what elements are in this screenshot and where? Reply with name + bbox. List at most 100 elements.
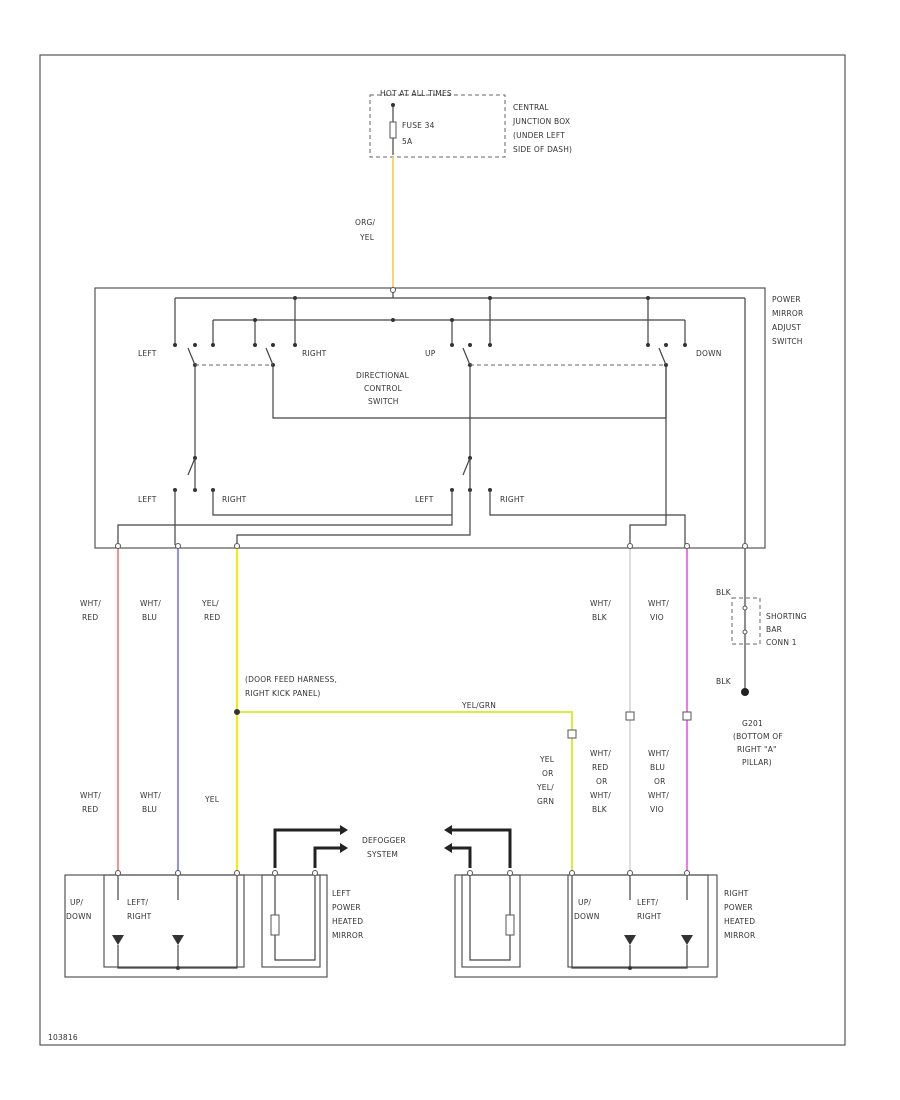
central-junction-box: HOT AT ALL TIMES FUSE 34 5A CENTRAL JUNC… [369,89,572,158]
shorting-pin-2 [742,629,748,635]
harness-label-2: RIGHT KICK PANEL) [245,689,321,698]
lower-wht-blu-1: WHT/ [140,791,161,800]
defogger-left-arrow-1 [273,828,340,868]
out-terminal-wht-red [115,543,121,549]
left-power-heated-mirror: UP/ DOWN LEFT/ RIGHT LEFT POWER HEATED M… [64,870,363,978]
heater-element-icon [505,914,515,936]
right-mirror-label-2: POWER [724,903,753,912]
ground-label-3: RIGHT "A" [737,745,777,754]
out-terminal-wht-vio [684,543,690,549]
arrow-right-icon [340,843,348,853]
lower-right-blu-4: WHT/ [648,791,669,800]
arrow-left-icon [444,825,452,835]
secondary-bus [212,319,686,345]
fuse-34-icon [389,121,397,139]
right-yel-label-2: OR [542,769,554,778]
bus-dot-6 [450,318,454,322]
diagram-frame [39,54,846,1046]
label-lower-left-a: LEFT [138,495,157,504]
label-lower-right-a: RIGHT [222,495,247,504]
junction-box-label-4: SIDE OF DASH) [513,145,572,154]
lower-yel: YEL [204,795,220,804]
left-updown-2: DOWN [66,912,92,921]
fuse-top-dot [391,103,395,107]
bus-drops [254,298,649,345]
lower-right-wht-2: RED [592,763,608,772]
arrow-left-icon [444,843,452,853]
lower-wht-red-1: WHT/ [80,791,101,800]
label-wht-blu-2: BLU [142,613,157,622]
hot-at-all-times-label: HOT AT ALL TIMES [380,89,452,98]
out-terminal-wht-blu [175,543,181,549]
contact [450,343,454,347]
contact [293,343,297,347]
lower-right-blu-1: WHT/ [648,749,669,758]
fuse-label-line2: 5A [402,137,413,146]
left-mirror-label-2: POWER [332,903,361,912]
shorting-label-1: SHORTING [766,612,807,621]
feed-wire-label-1: ORG/ [355,218,376,227]
lower-wht-blu-2: BLU [142,805,157,814]
left-mirror-pin-1 [115,870,121,876]
bus-dot-1 [293,296,297,300]
lower-right-wht-3: OR [596,777,608,786]
lower-right-blu-2: BLU [650,763,665,772]
left-motor-block [103,874,245,968]
contact [173,343,177,347]
lower-right-blu-3: OR [654,777,666,786]
right-leftright-1: LEFT/ [637,898,658,907]
defogger-left-arrow-2 [313,846,340,868]
lower-blades [187,457,471,476]
label-yel-red-1: YEL/ [201,599,219,608]
feed-wire-label-2: YEL [359,233,375,242]
directional-label-2: CONTROL [364,384,403,393]
upper-switch-contacts [173,343,687,367]
right-leftright-2: RIGHT [637,912,662,921]
right-yel-label-4: GRN [537,797,554,806]
lower-right-wht-5: BLK [592,805,608,814]
fuse-label-line1: FUSE 34 [402,121,435,130]
out-terminal-wht-blk [627,543,633,549]
bus-dot-3 [646,296,650,300]
yel-grn-label: YEL/GRN [461,701,496,710]
switch-label-3: ADJUST [772,323,801,332]
junction-box-label-2: JUNCTION BOX [512,117,570,126]
right-mirror-pin-2 [507,870,513,876]
junction-box-label-3: (UNDER LEFT [513,131,565,140]
lower-right-wht-4: WHT/ [590,791,611,800]
shorting-bar-connector: BLK SHORTING BAR CONN 1 BLK G201 (BOTTOM… [716,549,807,767]
right-updown-1: UP/ [578,898,591,907]
label-left: LEFT [138,349,157,358]
power-bus [174,292,746,545]
right-power-heated-mirror: UP/ DOWN LEFT/ RIGHT RIGHT POWER HEATED … [454,870,755,978]
switch-label-4: SWITCH [772,337,803,346]
left-heater-circuit [274,876,316,961]
right-motor-common [571,876,688,969]
shorting-label-2: BAR [766,625,782,634]
left-mirror-pin-3 [234,870,240,876]
output-routing [117,367,686,545]
right-heater-block [461,874,521,968]
right-heater-circuit [469,876,511,961]
left-motor-common [117,945,179,969]
contact [253,343,257,347]
contact [683,343,687,347]
left-leftright-2: RIGHT [127,912,152,921]
contact [664,343,668,347]
left-mirror-label-3: HEATED [332,917,363,926]
defogger-right-arrow-2 [452,846,472,868]
ground-label-1: G201 [742,719,763,728]
right-motor-common-dot [628,966,632,970]
ground-label-4: PILLAR) [742,758,772,767]
wire-yel-grn [237,711,573,872]
contact [271,343,275,347]
left-updown-1: UP/ [70,898,83,907]
right-mirror-outline [454,874,718,978]
label-wht-blk-2: BLK [592,613,608,622]
label-wht-blu-1: WHT/ [140,599,161,608]
label-lower-right-b: RIGHT [500,495,525,504]
contact [468,343,472,347]
lower-right-wht-1: WHT/ [590,749,611,758]
label-down: DOWN [696,349,722,358]
